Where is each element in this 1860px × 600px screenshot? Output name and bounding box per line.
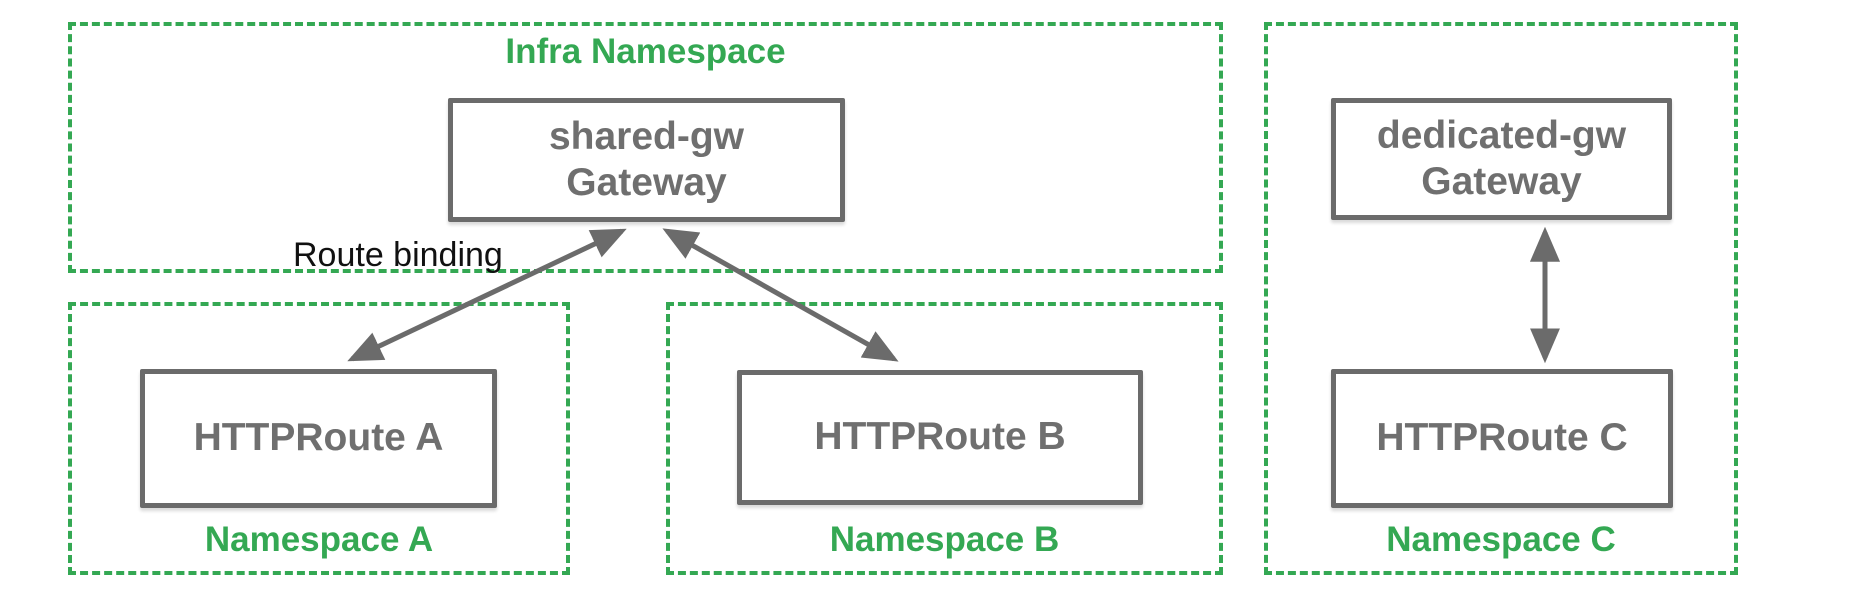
httproute-a-node: HTTPRoute A <box>140 369 497 508</box>
route-binding-label: Route binding <box>293 236 503 274</box>
namespace-a-box: Namespace A <box>68 302 570 575</box>
namespace-b-label: Namespace B <box>829 520 1060 559</box>
infra-namespace-label: Infra Namespace <box>505 32 786 71</box>
httproute-c-node: HTTPRoute C <box>1331 369 1673 508</box>
infra-namespace-box: Infra Namespace <box>68 22 1223 273</box>
namespace-c-box: Namespace C <box>1264 22 1738 575</box>
httproute-b-name: HTTPRoute B <box>814 415 1066 459</box>
namespace-b-box: Namespace B <box>666 302 1223 575</box>
httproute-c-name: HTTPRoute C <box>1376 416 1628 460</box>
dedicated-gw-gateway-kind: Gateway <box>1421 160 1582 203</box>
namespace-c-label: Namespace C <box>1386 520 1616 559</box>
shared-gw-gateway-node: shared-gw Gateway <box>448 98 845 222</box>
shared-gw-gateway-kind: Gateway <box>566 161 727 204</box>
dedicated-gw-gateway-node: dedicated-gw Gateway <box>1331 98 1672 220</box>
dedicated-gw-gateway-name: dedicated-gw <box>1376 113 1627 157</box>
namespace-a-label: Namespace A <box>204 520 434 559</box>
httproute-b-node: HTTPRoute B <box>737 370 1143 505</box>
httproute-a-name: HTTPRoute A <box>193 416 444 460</box>
shared-gw-gateway-name: shared-gw <box>548 114 745 158</box>
